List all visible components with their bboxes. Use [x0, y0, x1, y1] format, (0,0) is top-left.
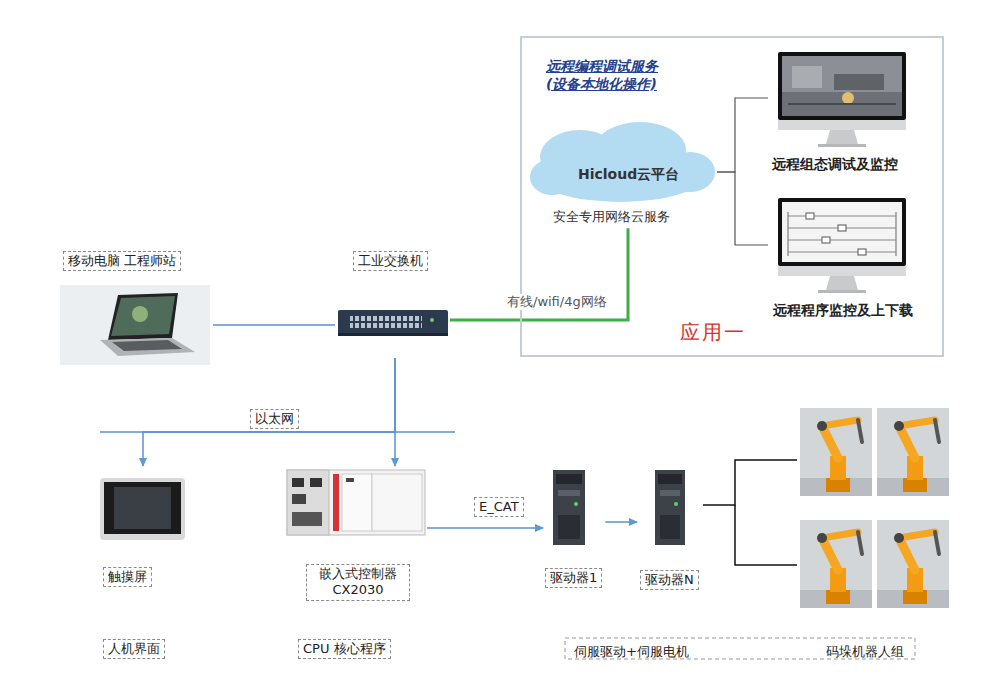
servo-drive: 驱动器N [637, 466, 703, 593]
cloud-title: Hicloud云平台 [578, 166, 679, 184]
text-slot: 码垛机器人组 [826, 641, 904, 660]
embedded-controller: 嵌入式控制器 CX2030CPU 核心程序 [285, 466, 427, 662]
controller-icon [287, 470, 425, 535]
robot-icon [877, 408, 949, 496]
text-slot: 远程编程调试服务 (设备本地化操作) [546, 58, 668, 93]
monitor-caption: 远程程序监控及上下载 [773, 302, 913, 320]
servo-drive-icon [553, 470, 585, 545]
cloud-platform: Hicloud云平台安全专用网络云服务 [530, 128, 717, 228]
network-label: 以太网 [250, 409, 299, 429]
text-slot: 驱动器N [640, 569, 699, 590]
text-slot: 工业交换机 [353, 250, 428, 271]
device-caption: 工业交换机 [353, 251, 428, 271]
touch-panel: 触摸屏人机界面 [98, 466, 190, 662]
device-caption: 驱动器N [640, 570, 699, 590]
monitor-caption: 远程组态调试及监控 [772, 156, 898, 174]
text-slot: 人机界面 [103, 638, 165, 659]
cloud-shape [530, 122, 715, 202]
text-slot: 以太网 [250, 408, 299, 429]
text-slot: 驱动器1 [545, 567, 602, 588]
device-caption: 移动电脑 工程师站 [63, 251, 181, 271]
text-slot: 移动电脑 工程师站 [63, 250, 181, 271]
connector [717, 98, 768, 172]
connector [450, 228, 628, 320]
cloud-caption: 安全专用网络云服务 [553, 209, 670, 225]
text-slot: 应用一 [680, 320, 746, 345]
text-slot: 远程程序监控及上下载 [773, 300, 913, 320]
text-slot: 伺服驱动+伺服电机 [574, 641, 689, 660]
connector [703, 460, 797, 505]
touchscreen-icon [100, 478, 185, 540]
monitor-icon [778, 52, 906, 147]
monitor-station: 远程组态调试及监控 [768, 48, 920, 177]
device-caption: CPU 核心程序 [298, 639, 391, 659]
panel-title: 远程编程调试服务 (设备本地化操作) [546, 58, 668, 93]
text-slot: 有线/wifi/4g网络 [507, 291, 607, 310]
edge-label: 有线/wifi/4g网络 [507, 294, 607, 310]
device-caption: 嵌入式控制器 CX2030 [306, 564, 410, 601]
text-slot: 嵌入式控制器 CX2030 [306, 564, 410, 601]
text-slot: 安全专用网络云服务 [553, 206, 670, 225]
panel-tag: 应用一 [680, 320, 746, 345]
group-caption: 伺服驱动+伺服电机 [574, 644, 689, 660]
connector [427, 527, 543, 529]
connector [605, 521, 637, 523]
connector [717, 172, 768, 245]
device-caption: 人机界面 [103, 639, 165, 659]
robot-group: 码垛机器人组 [797, 404, 953, 663]
text-slot: 远程组态调试及监控 [772, 154, 898, 174]
text-slot: CPU 核心程序 [298, 638, 391, 659]
servo-drive: 驱动器1 [543, 466, 605, 591]
text-slot: 触摸屏 [103, 566, 152, 587]
monitor-icon [778, 198, 906, 293]
switch-icon [338, 310, 448, 336]
robot-icon [877, 520, 949, 608]
bracket-branch [735, 505, 797, 565]
servo-drive-icon [655, 470, 685, 545]
edge-label: E_CAT [474, 497, 524, 517]
laptop-icon [60, 285, 210, 365]
robot-icon [800, 520, 872, 608]
engineer-laptop: 移动电脑 工程师站 [58, 248, 213, 368]
text-slot: Hicloud云平台 [578, 164, 679, 184]
device-caption: 驱动器1 [545, 568, 602, 588]
device-caption: 码垛机器人组 [826, 644, 904, 660]
monitor-station: 远程程序监控及上下载 [768, 195, 933, 323]
text-slot: E_CAT [474, 496, 524, 517]
robot-icon [800, 408, 872, 496]
connector [213, 324, 335, 326]
industrial-switch: 工业交换机 [335, 248, 450, 358]
connector [143, 358, 395, 466]
device-caption: 触摸屏 [103, 567, 152, 587]
